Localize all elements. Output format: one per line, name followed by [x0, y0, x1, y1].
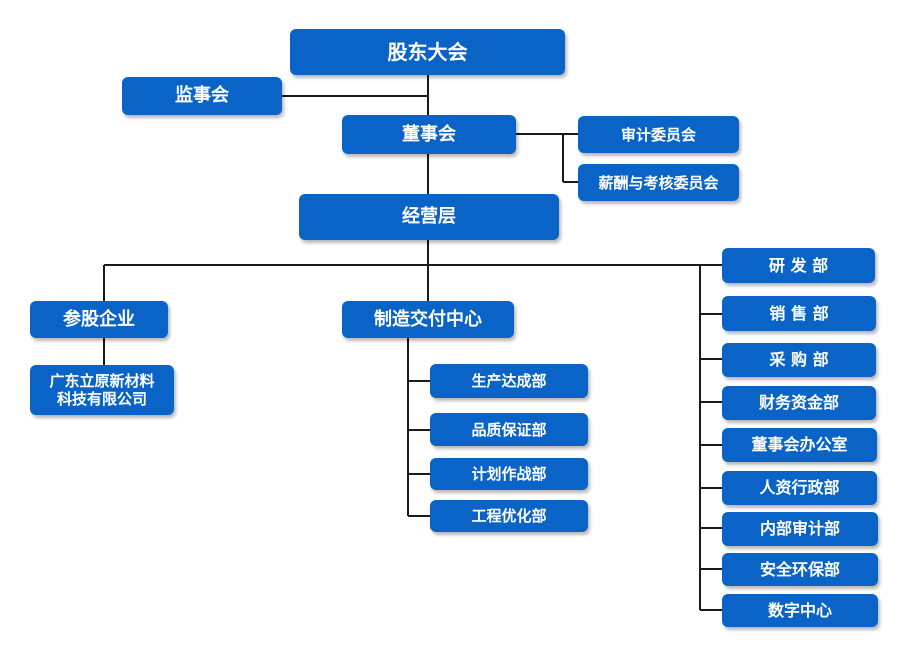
node-equity-investments: 参股企业	[30, 301, 168, 338]
node-committee-audit: 审计委员会	[578, 116, 739, 153]
node-department: 数字中心	[722, 594, 878, 627]
node-equity-company: 广东立原新材料 科技有限公司	[30, 365, 174, 415]
node-mfg-dept: 计划作战部	[430, 458, 588, 490]
node-department: 人资行政部	[722, 471, 877, 505]
node-department: 财务资金部	[722, 386, 876, 420]
node-department: 采 购 部	[722, 343, 876, 377]
node-department: 董事会办公室	[722, 428, 877, 462]
node-committee-compensation: 薪酬与考核委员会	[578, 164, 739, 201]
node-board-of-directors: 董事会	[342, 115, 516, 154]
node-management: 经营层	[299, 194, 559, 240]
node-mfg-dept: 工程优化部	[430, 500, 588, 532]
node-department: 安全环保部	[722, 553, 878, 586]
node-department: 研 发 部	[722, 248, 875, 283]
node-manufacturing-center: 制造交付中心	[342, 301, 514, 338]
node-department: 销 售 部	[722, 296, 876, 331]
node-mfg-dept: 品质保证部	[430, 413, 588, 446]
node-mfg-dept: 生产达成部	[430, 364, 588, 398]
node-shareholders-meeting: 股东大会	[290, 29, 565, 75]
node-department: 内部审计部	[722, 512, 878, 546]
node-supervisory-board: 监事会	[122, 77, 282, 115]
